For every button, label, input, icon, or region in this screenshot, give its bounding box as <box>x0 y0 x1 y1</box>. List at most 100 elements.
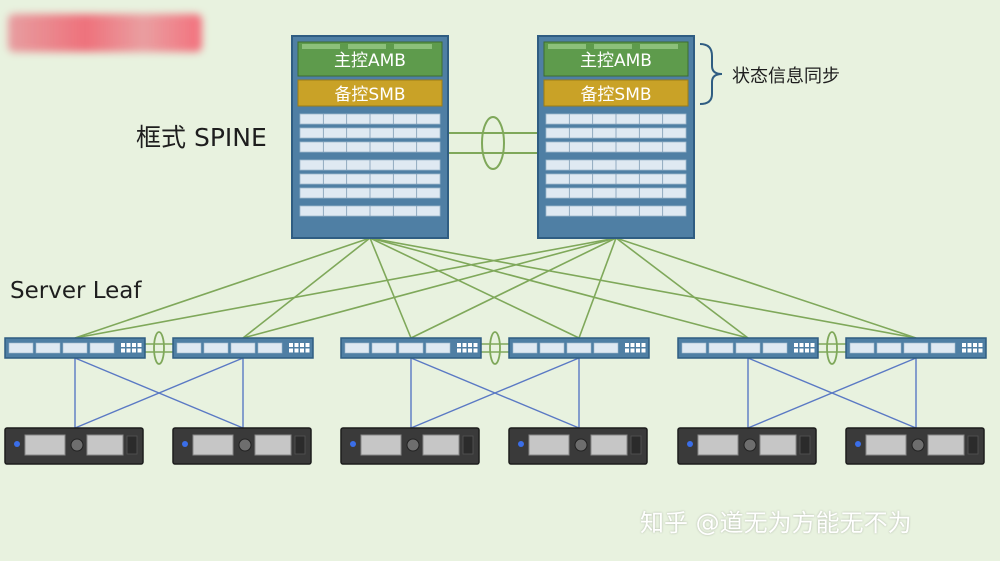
uplink-port <box>305 348 310 353</box>
uplink-port <box>473 343 478 347</box>
power-led-icon <box>350 441 356 447</box>
leaf-port-group <box>176 342 202 354</box>
drive-bay <box>360 434 402 456</box>
power-led-icon <box>855 441 861 447</box>
leaf-port-group <box>203 342 229 354</box>
uplink-port <box>457 343 461 347</box>
uplink-port <box>625 348 629 353</box>
server <box>508 427 648 465</box>
leaf-port-group <box>708 342 734 354</box>
leaf-port-group <box>735 342 761 354</box>
uplink-port <box>468 343 472 347</box>
power-led-icon <box>687 441 693 447</box>
spine-leaf-link <box>369 237 917 339</box>
smb-card <box>543 79 689 107</box>
server-knob-icon <box>743 438 757 452</box>
server-handle <box>967 435 979 455</box>
drive-bay <box>86 434 124 456</box>
amb-port-strip <box>594 44 632 49</box>
uplink-port <box>794 348 798 353</box>
power-led-icon <box>518 441 524 447</box>
uplink-port <box>636 343 640 347</box>
leaf-port-group <box>681 342 707 354</box>
uplink-port <box>289 348 293 353</box>
amb-label: 主控AMB <box>334 51 406 71</box>
lag-bundle-icon <box>489 331 501 365</box>
amb-port-strip <box>302 44 340 49</box>
leaf-port-group <box>930 342 956 354</box>
leaf-port-group <box>762 342 788 354</box>
leaf-port-group <box>398 342 424 354</box>
leaf-port-group <box>230 342 256 354</box>
spine-leaf-link <box>369 237 412 339</box>
uplink-port <box>289 343 293 347</box>
lag-bundle-icon <box>481 116 505 170</box>
leaf-switch <box>677 337 819 359</box>
drive-bay <box>24 434 66 456</box>
uplink-port <box>121 348 125 353</box>
uplink-port <box>300 348 304 353</box>
server-handle <box>126 435 138 455</box>
leaf-port-group <box>593 342 619 354</box>
server-knob-icon <box>406 438 420 452</box>
uplink-port <box>630 348 635 353</box>
uplink-port <box>132 343 136 347</box>
smb-label: 备控SMB <box>334 85 405 105</box>
leaf-server-link <box>74 357 244 429</box>
spine-leaf-link <box>615 237 917 339</box>
uplink-port <box>473 348 478 353</box>
uplink-port <box>962 348 966 353</box>
leaf-switch <box>172 337 314 359</box>
drive-bay <box>759 434 797 456</box>
server-handle <box>462 435 474 455</box>
leaf-port-group <box>425 342 451 354</box>
uplink-port <box>126 348 131 353</box>
sync-label: 状态信息同步 <box>732 66 840 87</box>
uplink-port <box>810 343 815 347</box>
uplink-port <box>630 343 635 347</box>
server <box>845 427 985 465</box>
uplink-port <box>810 348 815 353</box>
drive-bay <box>422 434 460 456</box>
leaf-switch <box>4 337 146 359</box>
leaf-port-group <box>539 342 565 354</box>
blurred-tag <box>8 14 202 52</box>
spine-leaf-link <box>369 237 749 339</box>
leaf-port-group <box>62 342 88 354</box>
leaf-port-group <box>89 342 115 354</box>
server <box>172 427 312 465</box>
server-knob-icon <box>574 438 588 452</box>
leaf-switch <box>508 337 650 359</box>
uplink-port <box>294 348 299 353</box>
leaf-port-group <box>257 342 283 354</box>
drive-bay <box>697 434 739 456</box>
uplink-port <box>126 343 131 347</box>
uplink-port <box>121 343 125 347</box>
power-led-icon <box>182 441 188 447</box>
leaf-port-group <box>849 342 875 354</box>
uplink-port <box>805 348 809 353</box>
uplink-port <box>625 343 629 347</box>
leaf-switch <box>845 337 987 359</box>
drive-bay <box>865 434 907 456</box>
server-leaf-label: Server Leaf <box>10 278 142 304</box>
amb-port-strip <box>394 44 432 49</box>
server-handle <box>294 435 306 455</box>
uplink-port <box>962 343 966 347</box>
spine-leaf-link <box>369 237 580 339</box>
uplink-port <box>973 343 977 347</box>
power-led-icon <box>14 441 20 447</box>
leaf-port-group <box>566 342 592 354</box>
server <box>4 427 144 465</box>
smb-card <box>297 79 443 107</box>
uplink-port <box>794 343 798 347</box>
uplink-port <box>468 348 472 353</box>
spine-leaf-link <box>410 237 617 339</box>
drive-bay <box>192 434 234 456</box>
uplink-port <box>973 348 977 353</box>
uplink-port <box>967 343 972 347</box>
spine-leaf-link <box>74 237 371 339</box>
uplink-port <box>641 343 646 347</box>
server-handle <box>630 435 642 455</box>
